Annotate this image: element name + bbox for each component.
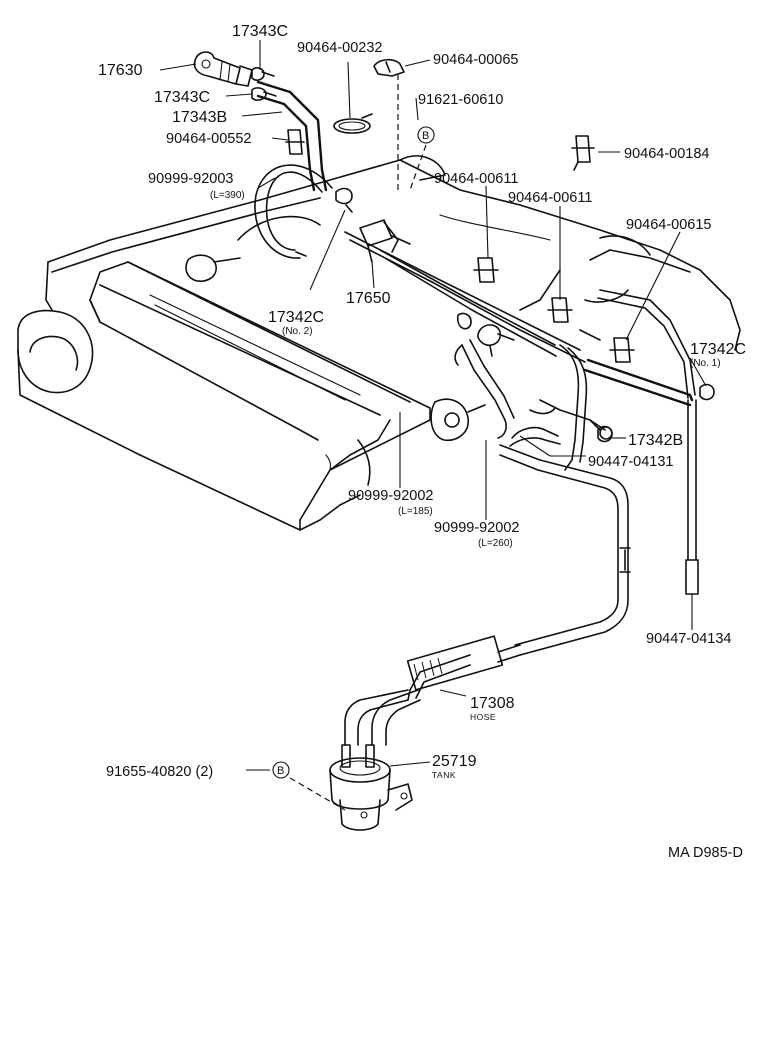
part-25719-charcoal-canister <box>329 744 413 831</box>
label-90999-92003-length: (L=390) <box>210 190 245 201</box>
part-90464-00552-clamp <box>285 129 305 155</box>
label-17342c-no2-sub: (No. 2) <box>282 326 313 337</box>
reference-marker-b-top-text: B <box>422 130 429 142</box>
part-17343c-clip-top <box>251 67 275 81</box>
label-91655-40820: 91655-40820 (2) <box>106 764 213 780</box>
label-90999-92002-a: 90999-92002 <box>348 488 433 504</box>
label-90464-00065: 90464-00065 <box>433 52 518 68</box>
label-17650: 17650 <box>346 290 391 307</box>
label-25719: 25719 <box>432 753 477 770</box>
label-17630: 17630 <box>98 62 143 79</box>
part-17650-vsv <box>359 219 411 263</box>
part-90464-00232-band <box>333 113 373 134</box>
reference-marker-b-bottom: B <box>272 761 290 779</box>
label-17342c-no1: 17342C <box>690 341 746 358</box>
hose-routing <box>254 80 699 746</box>
figure-code: MA D985-D <box>668 845 743 861</box>
part-17342b-clip <box>597 425 613 443</box>
part-valve-fitting-center <box>477 324 515 357</box>
label-90464-00552: 90464-00552 <box>166 131 251 147</box>
part-90464-00615-clamp <box>609 337 635 363</box>
label-17308: 17308 <box>470 695 515 712</box>
label-17308-sub: HOSE <box>470 712 496 722</box>
label-17342c-no1-sub: (No. 1) <box>690 358 721 369</box>
part-91621-60610-bolt-ref <box>397 74 427 191</box>
label-90999-92003: 90999-92003 <box>148 171 233 187</box>
part-17342c-no1-clip <box>699 383 715 401</box>
label-90999-92002-a-length: (L=185) <box>398 506 433 517</box>
leader-lines <box>159 40 707 811</box>
label-17342b: 17342B <box>628 432 683 449</box>
label-17343c-mid: 17343C <box>154 89 210 106</box>
part-17343c-clip-mid <box>251 87 277 101</box>
label-90464-00611-b: 90464-00611 <box>508 190 592 206</box>
label-17343b: 17343B <box>172 109 227 126</box>
part-17630-valve <box>193 51 253 87</box>
label-90464-00232: 90464-00232 <box>297 40 382 56</box>
label-17342c-no2: 17342C <box>268 309 324 326</box>
label-90447-04134: 90447-04134 <box>646 631 731 647</box>
label-25719-sub: TANK <box>432 770 456 780</box>
part-90464-00611-clamp-a <box>473 257 499 283</box>
label-90464-00611-a: 90464-00611 <box>434 171 518 187</box>
part-90464-00065-clamp <box>373 58 405 77</box>
label-91621-60610: 91621-60610 <box>418 92 503 108</box>
reference-marker-b-bottom-text: B <box>277 765 284 777</box>
reference-marker-b-top: B <box>417 126 435 144</box>
label-90464-00615: 90464-00615 <box>626 217 711 233</box>
label-90447-04131: 90447-04131 <box>588 454 673 470</box>
part-90464-00611-clamp-b <box>547 297 573 323</box>
label-17343c-top: 17343C <box>232 23 288 40</box>
part-17342c-no2-clip <box>335 187 353 213</box>
engine-head-drawing <box>17 155 741 531</box>
label-90999-92002-b: 90999-92002 <box>434 520 519 536</box>
part-90464-00184-clamp <box>571 135 595 171</box>
label-90464-00184: 90464-00184 <box>624 146 709 162</box>
callout-labels: 17343C 17630 17343C 17343B 90464-00552 9… <box>98 23 746 861</box>
label-90999-92002-b-length: (L=260) <box>478 538 513 549</box>
